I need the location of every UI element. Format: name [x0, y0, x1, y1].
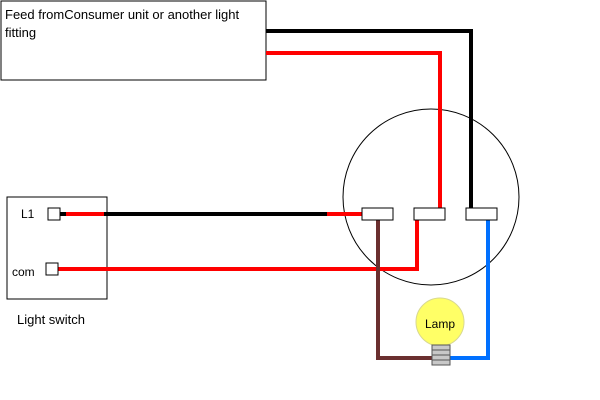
lamp-neutral-wire — [450, 216, 490, 360]
feed-label-line1: Feed fromConsumer unit or another light — [5, 7, 240, 22]
switch-terminal-com — [45, 262, 59, 276]
rose-terminal-loop — [361, 207, 394, 221]
switch-terminal-l1 — [47, 207, 61, 221]
switch-terminal-l1-label: L1 — [21, 207, 35, 221]
feed-neutral-wire — [266, 29, 473, 209]
lamp-label: Lamp — [425, 317, 455, 331]
feed-live-wire — [266, 51, 442, 209]
switch-terminal-com-label: com — [12, 265, 35, 279]
lamp-cap — [431, 344, 451, 366]
switched-live-wire — [376, 216, 432, 360]
feed-label-line2: fitting — [5, 25, 36, 40]
switch-com-wire — [58, 216, 419, 271]
rose-terminal-live — [413, 207, 446, 221]
rose-terminal-neutral — [465, 207, 498, 221]
switch-caption: Light switch — [17, 312, 85, 327]
ceiling-rose — [342, 108, 520, 286]
feed-box — [0, 0, 267, 81]
